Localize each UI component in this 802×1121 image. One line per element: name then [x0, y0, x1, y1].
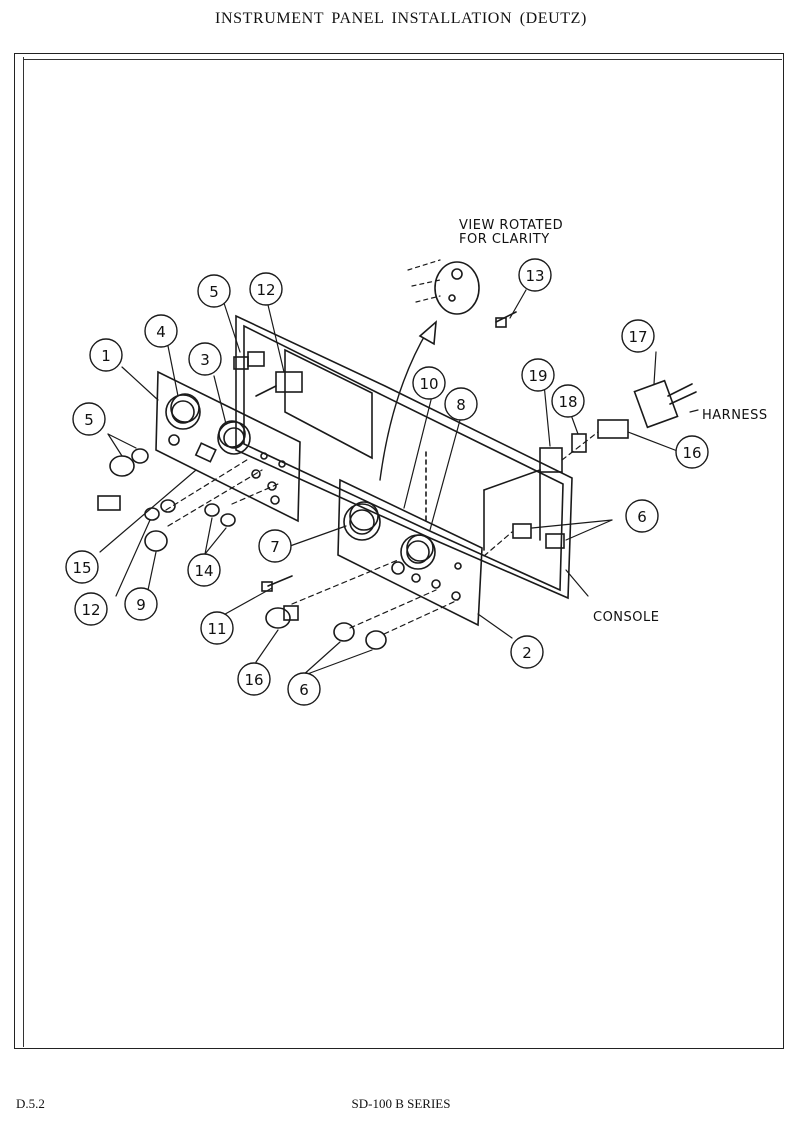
page-frame-rule	[24, 59, 782, 60]
callout-17: 17	[628, 328, 647, 346]
callout-15: 15	[72, 559, 91, 577]
small-parts	[97, 261, 697, 650]
callout-3: 3	[200, 351, 210, 369]
callout-4: 4	[156, 323, 166, 341]
callout-19: 19	[528, 367, 547, 385]
series-label: SD-100 B SERIES	[351, 1096, 451, 1111]
callout-12-lower: 12	[81, 601, 100, 619]
harness-label: HARNESS	[702, 408, 768, 423]
left-instrument-panel	[155, 370, 301, 523]
arrowhead	[418, 320, 437, 346]
callout-6-lower: 6	[299, 681, 309, 699]
page-frame	[14, 53, 784, 1049]
right-instrument-panel	[337, 478, 483, 627]
rotated-view-arrow	[379, 329, 429, 481]
callout-1: 1	[101, 347, 111, 365]
console-label: CONSOLE	[593, 610, 659, 625]
for-clarity-label: FOR CLARITY	[459, 232, 550, 247]
callout-2: 2	[522, 644, 532, 662]
callout-14: 14	[194, 562, 213, 580]
view-rotated-label: VIEW ROTATED	[459, 218, 563, 233]
callout-7: 7	[270, 538, 280, 556]
callout-11: 11	[207, 620, 226, 638]
page-title: INSTRUMENT PANEL INSTALLATION (DEUTZ)	[215, 10, 587, 27]
callout-6-right: 6	[637, 508, 647, 526]
callout-10: 10	[419, 375, 438, 393]
callout-16-lower: 16	[244, 671, 263, 689]
callout-circles	[65, 258, 709, 706]
callout-numbers: 1 2 3 4 5 5 6 6 7 8 9 10 11 12 12 13 14 …	[72, 267, 701, 699]
page-frame-inner	[23, 57, 782, 1047]
gauge-parts	[170, 393, 434, 562]
mounting-box	[425, 451, 541, 551]
callout-16-right: 16	[682, 444, 701, 462]
callout-13: 13	[525, 267, 544, 285]
callout-5-lower: 5	[84, 411, 94, 429]
diagram-labels: VIEW ROTATED FOR CLARITY HARNESS CONSOLE	[459, 218, 768, 625]
callout-12-upper: 12	[256, 281, 275, 299]
callout-5-upper: 5	[209, 283, 219, 301]
callout-9: 9	[136, 596, 146, 614]
callout-18: 18	[558, 393, 577, 411]
callout-8: 8	[456, 396, 466, 414]
page-code: D.5.2	[16, 1096, 45, 1111]
leader-lines	[99, 259, 699, 677]
